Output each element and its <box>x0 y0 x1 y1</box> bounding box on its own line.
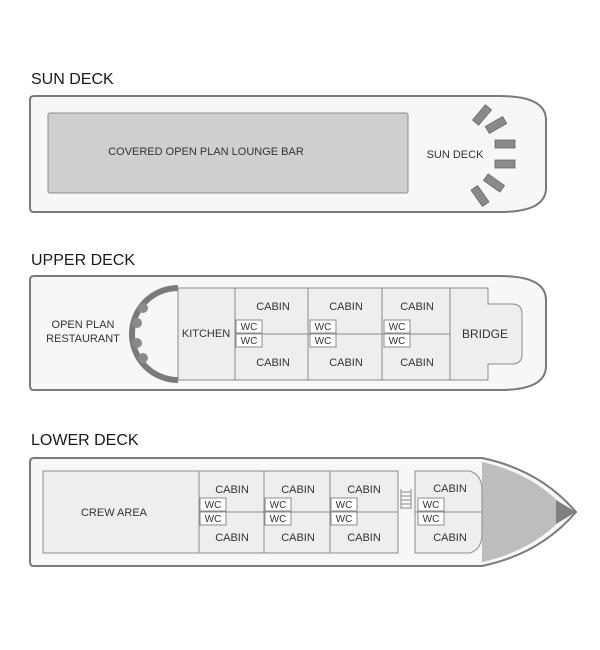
lower-cabin-label-3: CABIN <box>347 484 381 496</box>
lower-wc-label-8: WC <box>423 514 440 525</box>
restaurant-seat-4-icon <box>138 353 148 363</box>
sun-lounger-4-icon <box>494 159 516 169</box>
lower-cabin-label-5: CABIN <box>281 532 315 544</box>
sun-deck-area-label: SUN DECK <box>427 149 485 161</box>
lounge-bar-area <box>47 112 409 194</box>
upper-wc-6 <box>383 333 411 348</box>
lower-wc-3 <box>264 497 292 512</box>
upper-wc-label-6: WC <box>389 336 406 347</box>
lower-wc-label-6: WC <box>336 514 353 525</box>
lower-cabin-label-4: CABIN <box>215 532 249 544</box>
upper-cabin-label-3: CABIN <box>400 301 434 313</box>
lower-wc-7 <box>417 497 445 512</box>
lower-forward-cabin-label-1: CABIN <box>433 483 467 495</box>
lower-wc-label-2: WC <box>205 514 222 525</box>
upper-wc-label-2: WC <box>241 336 258 347</box>
lower-wc-label-7: WC <box>423 500 440 511</box>
lower-wc-label-5: WC <box>336 500 353 511</box>
sun-lounger-3-icon <box>494 139 516 149</box>
upper-cabin-label-5: CABIN <box>329 357 363 369</box>
sun-lounger-6-icon <box>470 184 490 208</box>
lounge-bar-label: COVERED OPEN PLAN LOUNGE BAR <box>108 146 304 158</box>
lower-forward-cabin-label-2: CABIN <box>433 532 467 544</box>
upper-wc-2 <box>235 333 263 348</box>
lower-cabin-label-1: CABIN <box>215 484 249 496</box>
crew-area-room <box>42 470 200 554</box>
lower-wc-label-4: WC <box>270 514 287 525</box>
sun-deck-title: SUN DECK <box>31 71 114 88</box>
upper-wc-5 <box>383 319 411 334</box>
crew-area-label: CREW AREA <box>81 507 148 519</box>
upper-wc-3 <box>309 319 337 334</box>
upper-cabin-top-1 <box>234 287 309 335</box>
lower-wc-8 <box>417 511 445 526</box>
lower-wc-6 <box>330 511 358 526</box>
spiral-stair-icon <box>129 285 179 383</box>
lower-wc-2 <box>199 511 227 526</box>
lower-deck-title: LOWER DECK <box>31 432 139 449</box>
upper-wc-label-3: WC <box>315 322 332 333</box>
restaurant-seat-3-icon <box>132 338 142 348</box>
bridge-room <box>449 287 523 381</box>
sun-lounger-1-icon <box>471 104 493 126</box>
restaurant-seat-2-icon <box>132 318 142 328</box>
lower-wc-5 <box>330 497 358 512</box>
upper-wc-1 <box>235 319 263 334</box>
sun-lounger-5-icon <box>482 173 506 193</box>
lower-wc-1 <box>199 497 227 512</box>
restaurant-label-line1: OPEN PLAN <box>52 319 115 331</box>
lower-cabin-label-2: CABIN <box>281 484 315 496</box>
bridge-label: BRIDGE <box>462 327 508 341</box>
kitchen-label: KITCHEN <box>182 328 230 340</box>
upper-cabin-label-1: CABIN <box>256 301 290 313</box>
upper-wc-4 <box>309 333 337 348</box>
upper-cabin-label-4: CABIN <box>256 357 290 369</box>
bow-section <box>482 462 568 562</box>
lower-cabin-label-6: CABIN <box>347 532 381 544</box>
lower-wc-4 <box>264 511 292 526</box>
restaurant-label-line2: RESTAURANT <box>46 333 120 345</box>
lower-wc-label-1: WC <box>205 500 222 511</box>
upper-cabin-label-2: CABIN <box>329 301 363 313</box>
upper-wc-label-4: WC <box>315 336 332 347</box>
upper-deck-title: UPPER DECK <box>31 252 135 269</box>
lower-wc-label-3: WC <box>270 500 287 511</box>
upper-wc-label-1: WC <box>241 322 258 333</box>
restaurant-seat-1-icon <box>138 303 148 313</box>
ladder-icon <box>400 489 412 509</box>
upper-cabin-label-6: CABIN <box>400 357 434 369</box>
upper-wc-label-5: WC <box>389 322 406 333</box>
sun-lounger-2-icon <box>484 115 508 135</box>
bow-tip <box>556 500 576 524</box>
